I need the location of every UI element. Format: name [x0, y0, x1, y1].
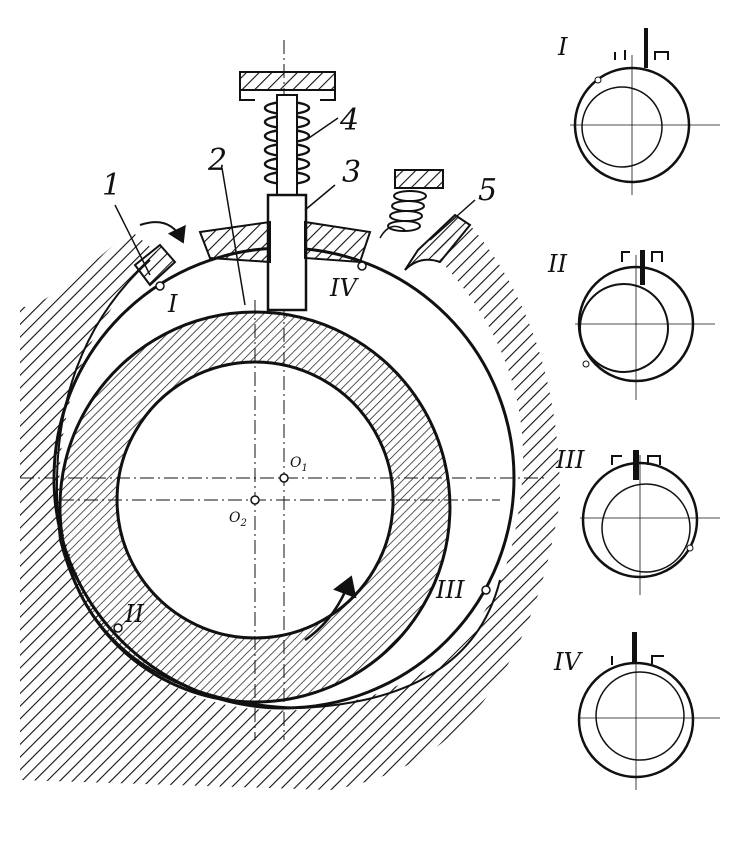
side-panel-ii-label: II — [547, 250, 567, 278]
housing-body — [20, 225, 560, 790]
rotor-ring — [58, 310, 452, 704]
side-panel-iii: III — [555, 446, 720, 595]
rotation-arrow — [304, 575, 357, 642]
stage-label-i: I — [167, 290, 178, 318]
position-markers — [113, 261, 491, 633]
side-panel-i-label: I — [557, 33, 568, 61]
side-panel-iv-label: IV — [553, 648, 583, 676]
band-strip — [55, 259, 501, 710]
stage-label-iii: III — [435, 576, 465, 604]
callout-2: 2 — [207, 143, 227, 178]
center-point-o1 — [279, 473, 289, 483]
side-spring-assembly — [387, 169, 444, 232]
center-label-o2: O2 — [229, 510, 247, 529]
top-valve-assembly — [239, 71, 336, 312]
leader-lines — [114, 117, 476, 306]
callout-4: 4 — [339, 103, 359, 138]
side-panel-i: I — [557, 28, 720, 195]
stage-label-iv: IV — [329, 274, 359, 302]
side-panel-iii-label: III — [555, 446, 585, 474]
center-label-o1: O1 — [290, 455, 308, 474]
side-panel-ii: II — [547, 250, 715, 400]
center-point-o2 — [250, 495, 260, 505]
outlet-flow-arrow — [379, 225, 406, 239]
callout-3: 3 — [342, 155, 361, 190]
side-panel-iv: IV — [553, 632, 720, 790]
inlet-flow-arrow — [139, 221, 186, 244]
center-lines — [20, 40, 545, 740]
callout-1: 1 — [102, 168, 121, 203]
callout-5: 5 — [478, 173, 497, 208]
stage-label-ii: II — [124, 600, 144, 628]
